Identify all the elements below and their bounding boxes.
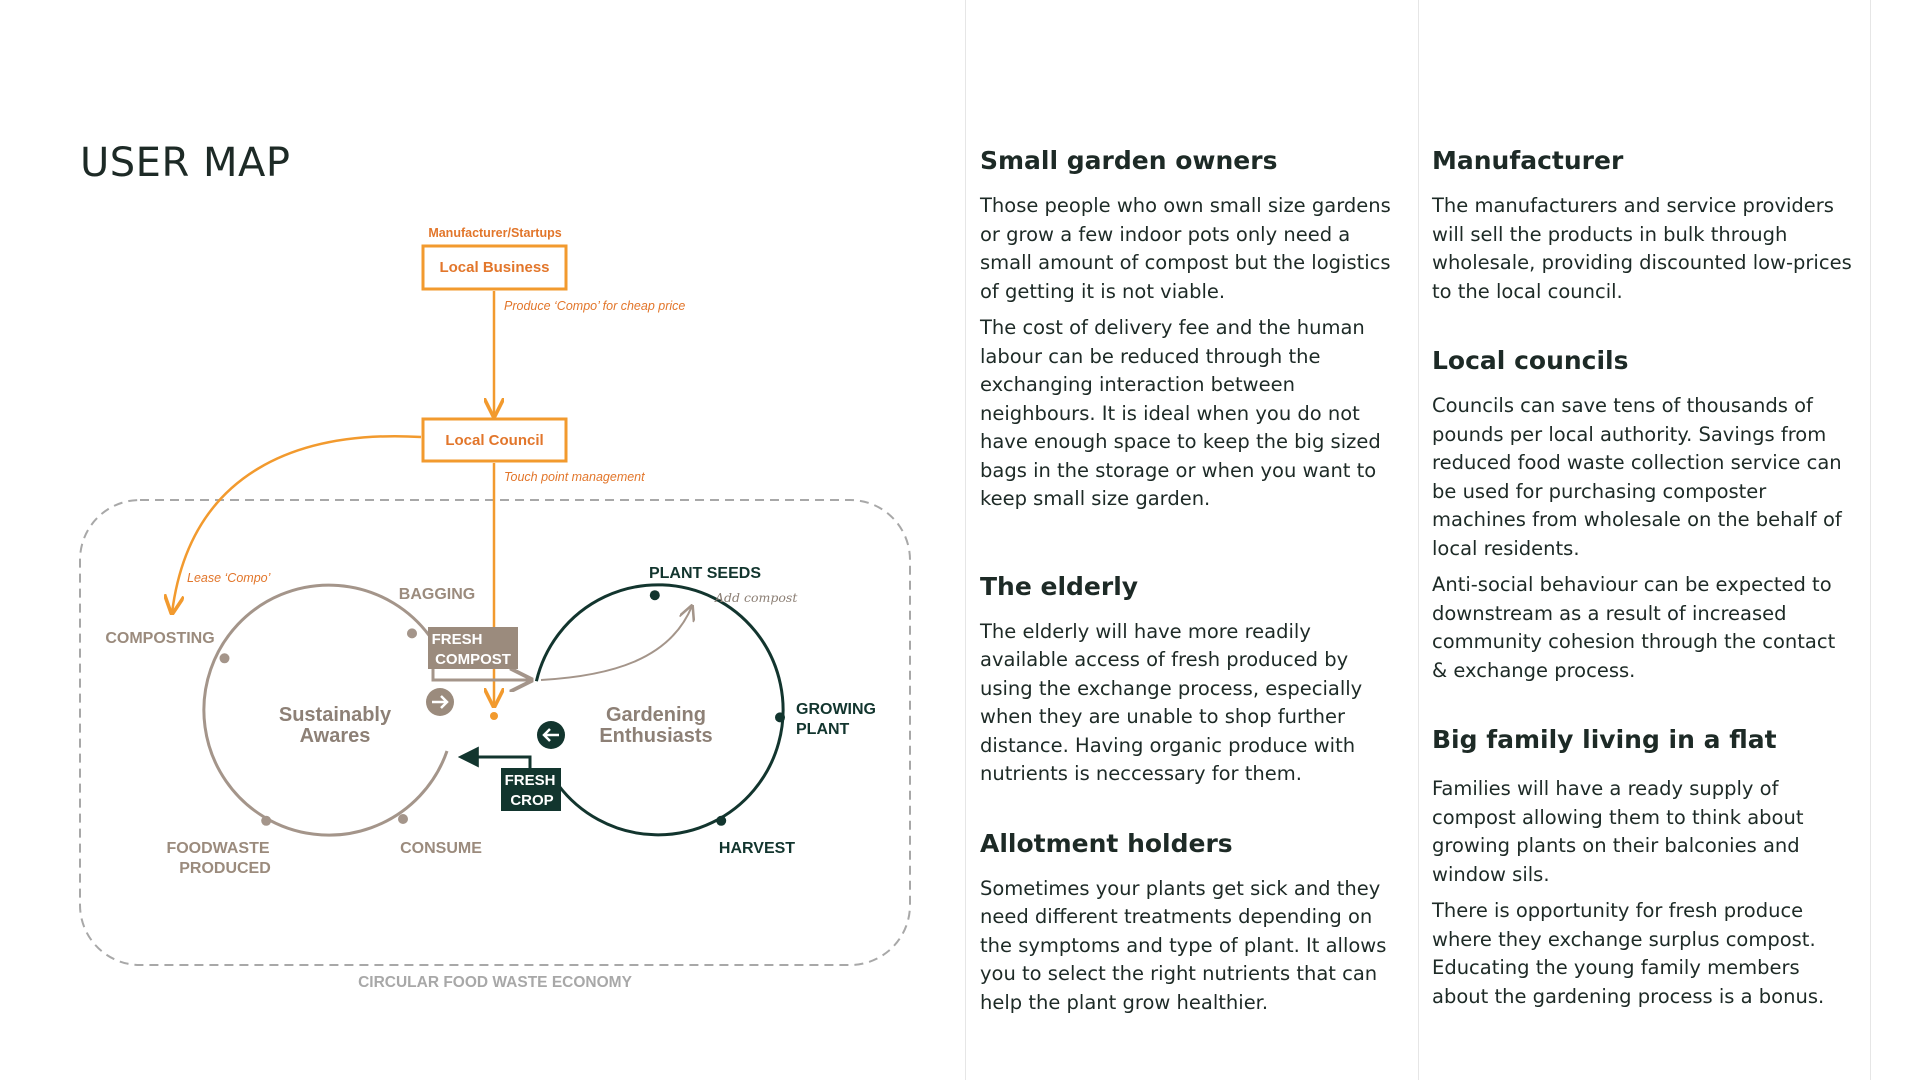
section-paragraph: Councils can save tens of thousands of p…	[1432, 394, 1842, 560]
cycle-node	[716, 815, 727, 826]
arrow-right-icon	[432, 695, 449, 709]
column-divider	[1418, 0, 1419, 1080]
section-heading: Small garden owners	[980, 146, 1278, 175]
user-map-diagram: CIRCULAR FOOD WASTE ECONOMY Manufacturer…	[79, 226, 911, 991]
cycle-node	[775, 712, 785, 723]
section-paragraph: Families will have a ready supply of com…	[1432, 777, 1804, 886]
section-paragraph: Anti-social behaviour can be expected to…	[1432, 573, 1836, 682]
cycle-node	[398, 814, 408, 824]
lease-note: Lease ‘Compo’	[187, 571, 271, 585]
economy-boundary	[79, 499, 911, 966]
local-council-label: Local Council	[445, 432, 543, 449]
section-paragraph: The elderly will have more readily avail…	[980, 619, 1363, 786]
fresh-crop-label: FRESH	[505, 772, 556, 789]
fresh-crop-label: CROP	[510, 792, 553, 809]
section-local-councils: Local councils Councils can save tens of…	[1432, 346, 1852, 685]
manufacturer-startups-label: Manufacturer/Startups	[428, 226, 561, 240]
section-the-elderly: The elderly The elderly will have more r…	[980, 572, 1400, 789]
user-groups-column-2: Manufacturer The manufacturers and servi…	[1432, 146, 1852, 1045]
fresh-compost-label: FRESH	[432, 631, 483, 648]
column-divider	[1870, 0, 1871, 1080]
exchange-point	[490, 712, 498, 720]
right-cycle-ring	[534, 583, 785, 837]
lease-compo-arrow	[172, 435, 422, 613]
consume-label: CONSUME	[400, 840, 482, 857]
cycle-node	[649, 590, 660, 601]
growing-plant-label: PLANT	[796, 721, 850, 738]
fresh-compost-label: COMPOST	[435, 651, 511, 668]
plant-seeds-label: PLANT SEEDS	[649, 565, 761, 582]
right-cycle-name: Gardening	[606, 704, 706, 726]
cycle-node	[261, 815, 272, 826]
section-paragraph: Those people who own small size gardens …	[980, 194, 1391, 303]
section-manufacturer: Manufacturer The manufacturers and servi…	[1432, 146, 1852, 306]
harvest-label: HARVEST	[719, 840, 795, 857]
section-heading: Allotment holders	[980, 828, 1233, 858]
economy-label: CIRCULAR FOOD WASTE ECONOMY	[358, 974, 632, 991]
page-title: USER MAP	[80, 140, 291, 186]
bagging-label: BAGGING	[399, 586, 475, 603]
foodwaste-label: PRODUCED	[179, 860, 271, 877]
foodwaste-label: FOODWASTE	[166, 840, 269, 857]
left-cycle-ring	[202, 583, 449, 837]
section-heading: Big family living in a flat	[1432, 725, 1777, 754]
produce-note: Produce ‘Compo’ for cheap price	[504, 299, 685, 313]
section-heading: The elderly	[980, 571, 1139, 601]
section-paragraph: Sometimes your plants get sick and they …	[980, 876, 1387, 1014]
section-big-family: Big family living in a flat Families wil…	[1432, 725, 1852, 1011]
add-compost-arrow	[540, 606, 692, 681]
section-small-garden-owners: Small garden owners Those people who own…	[980, 146, 1400, 514]
arrow-left-icon	[542, 728, 559, 742]
user-groups-column-1: Small garden owners Those people who own…	[980, 146, 1400, 1051]
growing-plant-label: GROWING	[796, 701, 876, 718]
left-cycle-name: Awares	[300, 725, 371, 747]
section-allotment-holders: Allotment holders Sometimes your plants …	[980, 829, 1400, 1018]
fresh-compost-tag	[428, 627, 518, 669]
fresh-crop-tag	[501, 768, 561, 811]
section-heading: Local councils	[1432, 346, 1629, 375]
composting-label: COMPOSTING	[105, 630, 214, 647]
local-council-box	[421, 417, 568, 463]
cycle-node	[407, 628, 417, 639]
left-cycle-name: Sustainably	[279, 704, 392, 726]
local-business-label: Local Business	[439, 259, 549, 276]
right-cycle-name: Enthusiasts	[599, 725, 712, 747]
column-divider	[965, 0, 966, 1080]
section-paragraph: The manufacturers and service providers …	[1432, 194, 1852, 303]
touchpoint-note: Touch point management	[504, 470, 645, 484]
add-compost-note: Add compost	[714, 590, 798, 605]
cycle-node	[219, 653, 230, 664]
section-heading: Manufacturer	[1432, 146, 1624, 175]
local-business-box	[421, 244, 568, 291]
section-paragraph: There is opportunity for fresh produce w…	[1432, 899, 1825, 1008]
section-paragraph: The cost of delivery fee and the human l…	[980, 316, 1381, 510]
